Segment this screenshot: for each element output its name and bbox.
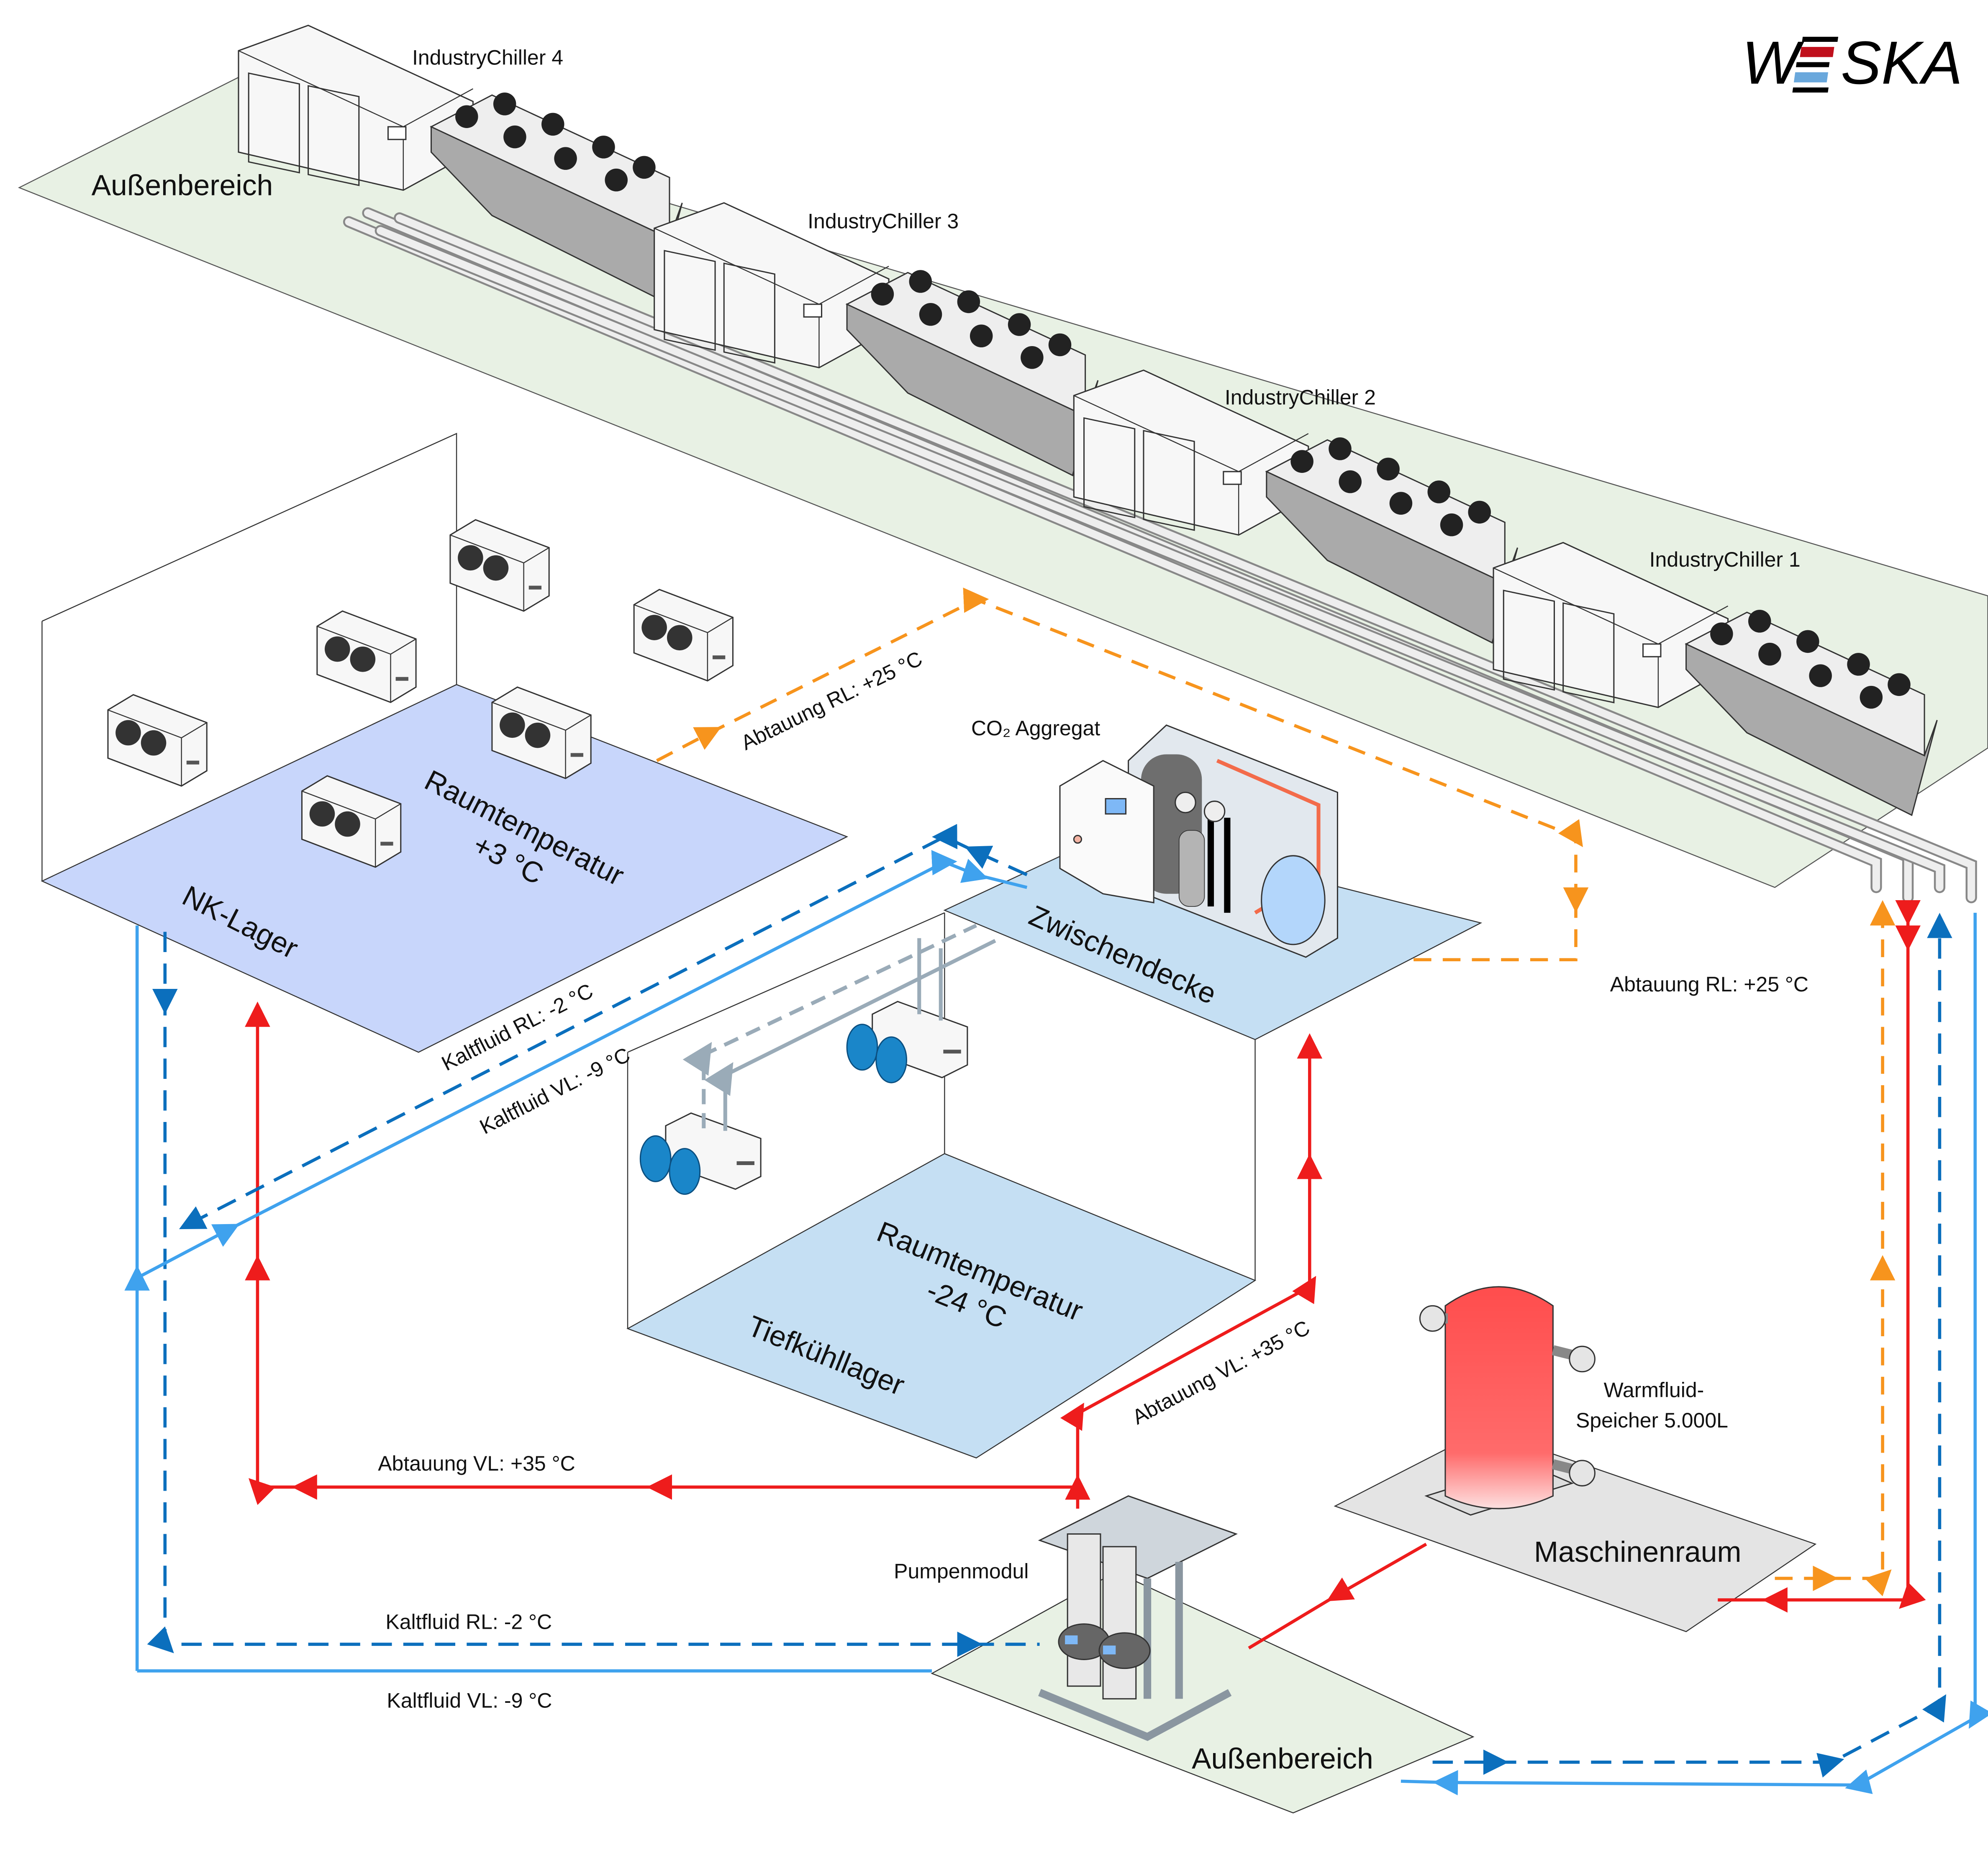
chiller-1-label: IndustryChiller 1 [1649,548,1801,571]
kaltfluid-vl-label-bottom: Kaltfluid VL: -9 °C [387,1689,552,1712]
maschinenraum-label: Maschinenraum [1534,1535,1742,1568]
nk-lager-room [41,433,849,1053]
outdoor-area-bottom-floor [931,1571,1475,1814]
chiller-2-label: IndustryChiller 2 [1225,385,1376,409]
chiller-4-label: IndustryChiller 4 [412,46,563,69]
co2-aggregat-label: CO₂ Aggregat [971,716,1100,740]
pump-module-label: Pumpenmodul [894,1560,1029,1583]
weska-logo: W SKA [1742,28,1962,97]
abtauung-rl-label-right: Abtauung RL: +25 °C [1610,973,1808,996]
tank-label-line1: Warmfluid- [1604,1378,1704,1402]
chiller-pipe-bundle [343,207,1977,904]
abtauung-vl-label-left: Abtauung VL: +35 °C [378,1452,575,1475]
outdoor-area-bottom-label: Außenbereich [1192,1742,1373,1775]
pump-module [1038,1495,1238,1741]
abtauung-rl-label-top: Abtauung RL: +25 °C [737,647,926,755]
svg-text:SKA: SKA [1841,28,1962,97]
svg-text:W: W [1742,28,1804,97]
kaltfluid-rl-label-bottom: Kaltfluid RL: -2 °C [385,1610,552,1634]
tank-label-line2: Speicher 5.000L [1576,1409,1728,1432]
outdoor-area-top-label: Außenbereich [92,169,273,202]
chiller-3-label: IndustryChiller 3 [808,209,959,233]
kaltfluid-vl-lines [137,850,1988,1796]
